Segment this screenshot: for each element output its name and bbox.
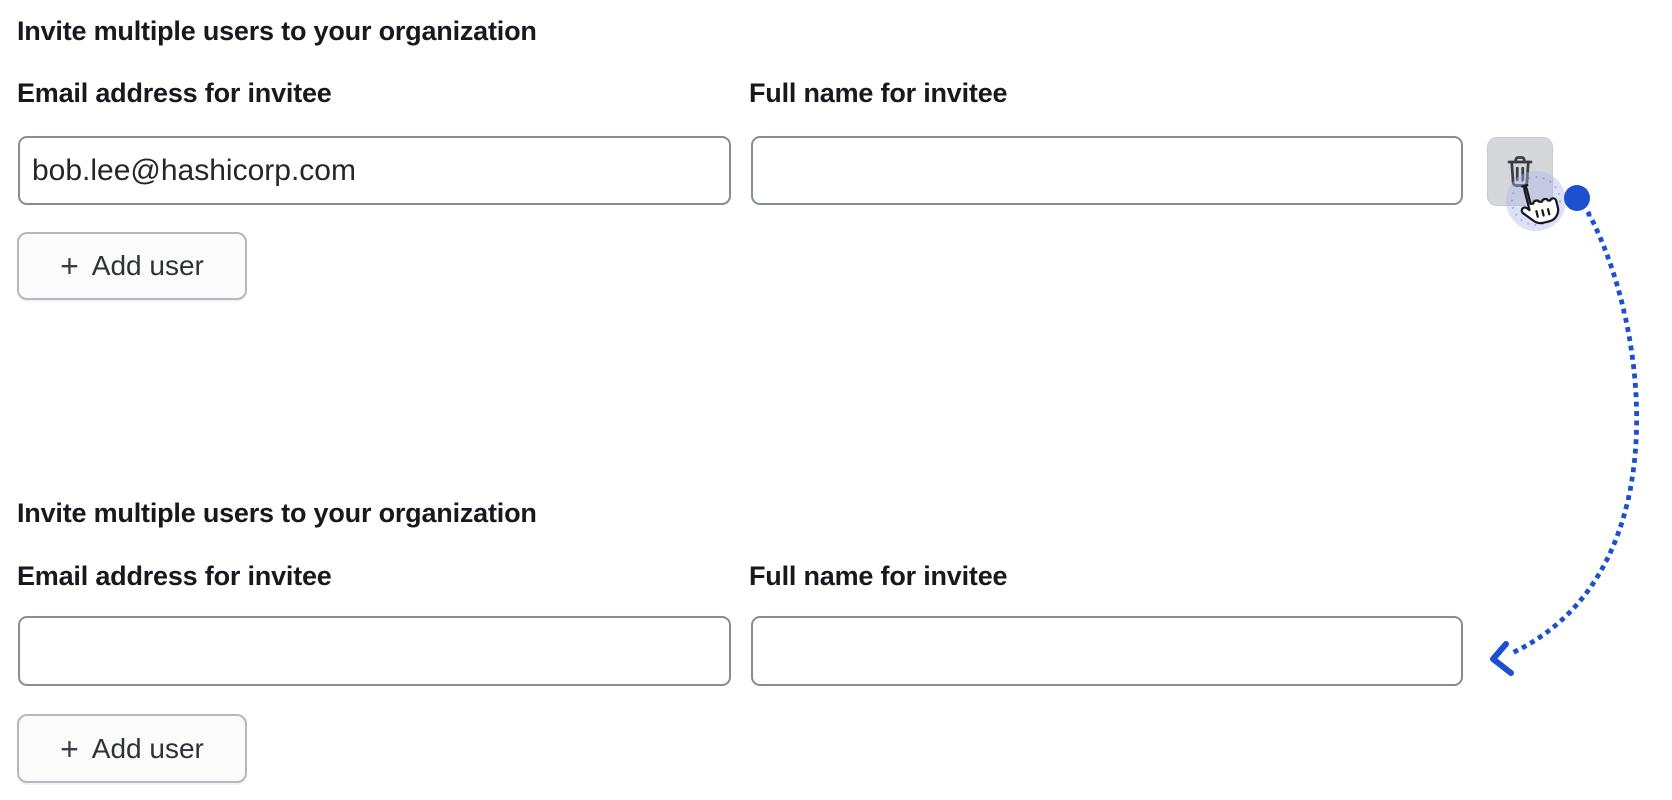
section-1-heading: Invite multiple users to your organizati… — [17, 16, 537, 46]
add-user-button-1[interactable]: + Add user — [17, 232, 247, 300]
trash-icon — [1507, 155, 1533, 187]
full-name-label-1: Full name for invitee — [749, 78, 1008, 108]
plus-icon: + — [60, 730, 79, 767]
add-user-label: Add user — [91, 732, 204, 764]
arrow-start-dot — [1564, 185, 1590, 211]
dotted-arrow-annotation — [1508, 210, 1639, 657]
email-label-1: Email address for invitee — [17, 78, 332, 108]
add-user-button-2[interactable]: + Add user — [17, 714, 247, 783]
plus-icon: + — [60, 248, 79, 284]
arrow-head — [1490, 641, 1514, 676]
email-input-1[interactable] — [18, 136, 731, 205]
add-user-label: Add user — [91, 250, 204, 281]
email-label-2: Email address for invitee — [17, 561, 332, 591]
delete-row-button[interactable] — [1487, 137, 1553, 206]
section-2-heading: Invite multiple users to your organizati… — [17, 498, 537, 528]
full-name-input-1[interactable] — [751, 136, 1463, 205]
full-name-label-2: Full name for invitee — [749, 561, 1008, 591]
email-input-2[interactable] — [18, 616, 731, 686]
full-name-input-2[interactable] — [751, 616, 1463, 686]
